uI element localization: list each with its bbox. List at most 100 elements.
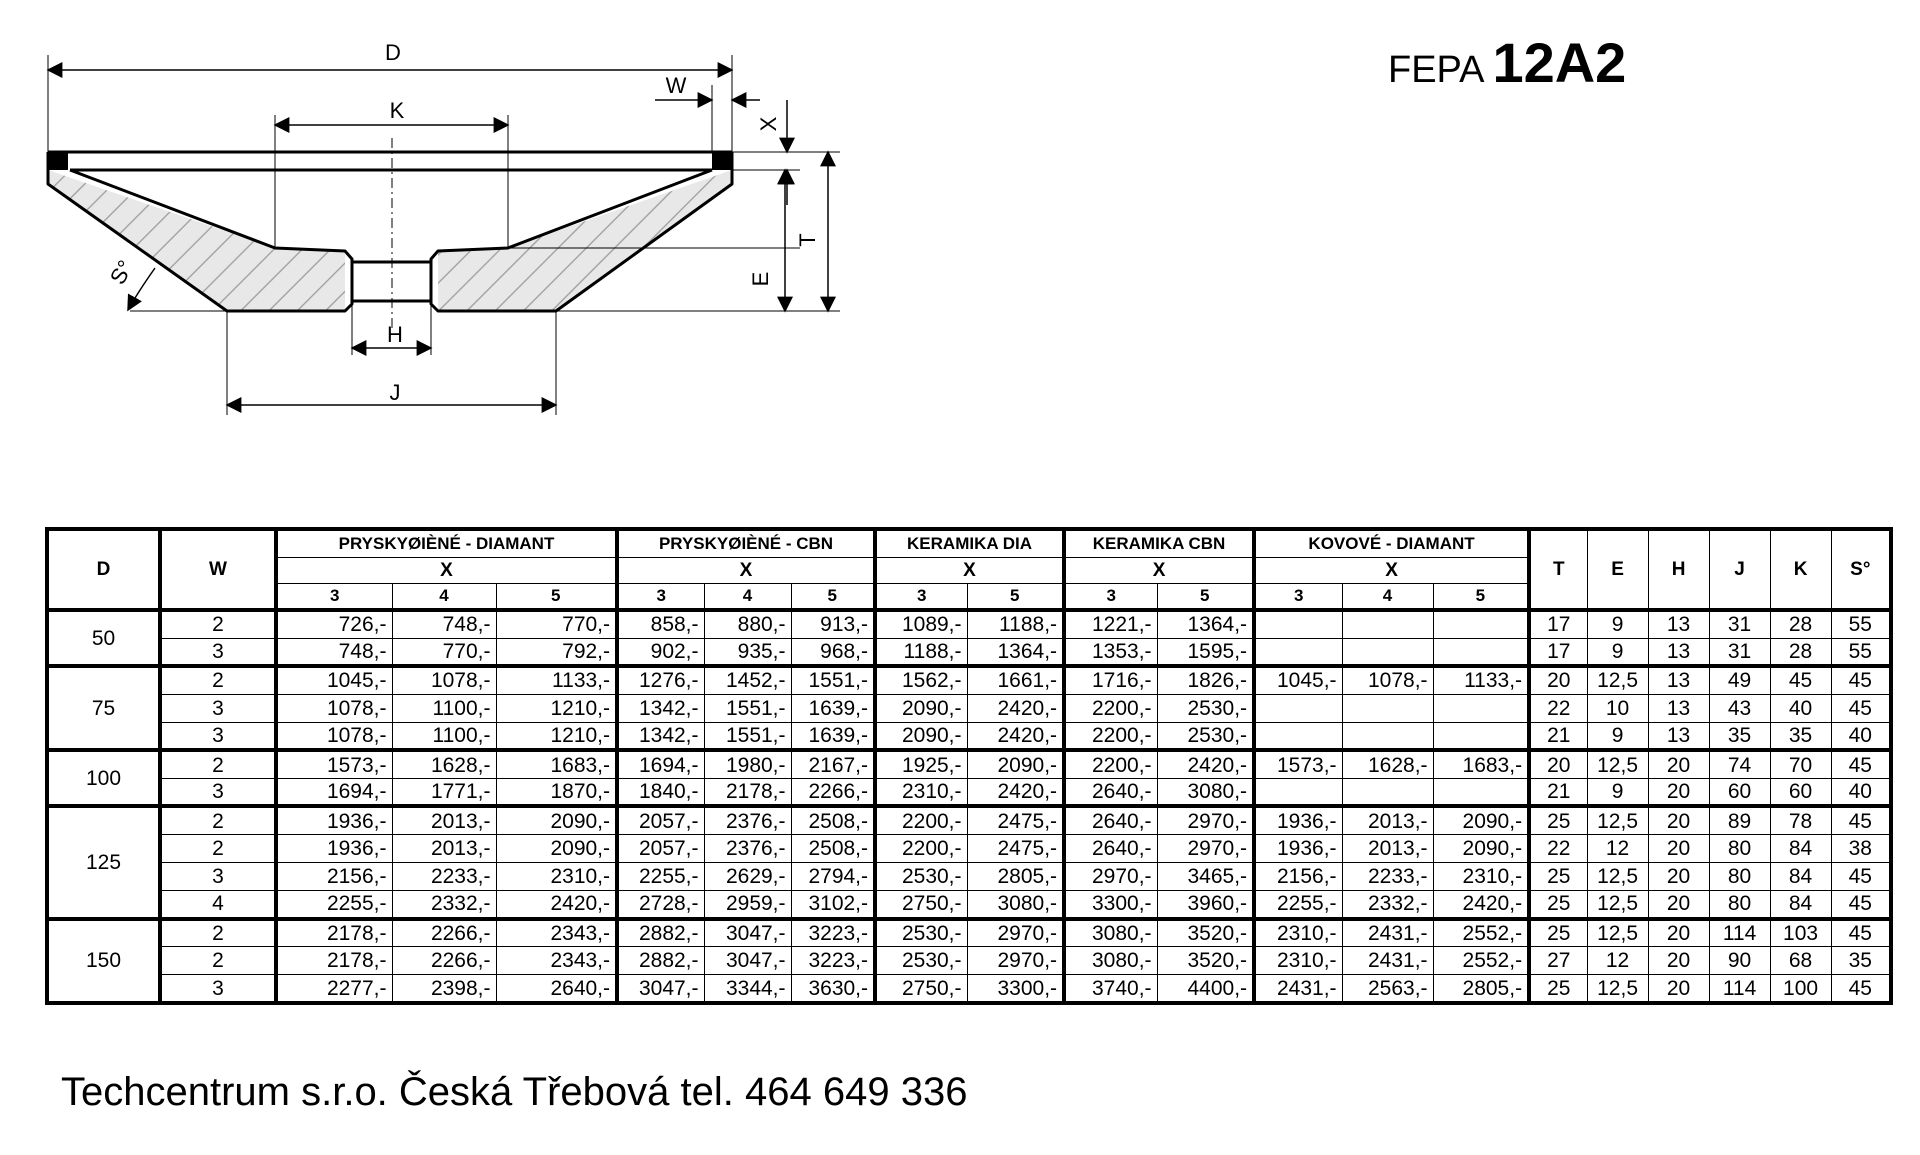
dimension-cell: 55 <box>1830 607 1892 639</box>
price-cell: 2310,- <box>873 777 968 807</box>
x-value-header: 3 <box>1252 582 1343 612</box>
dimension-cell: 20 <box>1647 748 1710 779</box>
product-code: 12A2 <box>1492 31 1627 94</box>
price-cell: 2420,- <box>495 890 618 920</box>
abrasive-layer-right <box>712 152 732 170</box>
price-cell: 1694,- <box>615 748 705 779</box>
dimension-cell: 90 <box>1708 946 1771 976</box>
price-cell: 1133,- <box>495 664 618 695</box>
price-cell <box>1341 721 1434 751</box>
price-cell: 2794,- <box>790 862 876 892</box>
price-cell: 1826,- <box>1156 664 1255 695</box>
width-cell: 3 <box>158 693 277 723</box>
price-cell: 3740,- <box>1062 974 1158 1004</box>
price-cell <box>1252 607 1343 639</box>
price-cell: 2970,- <box>1156 833 1255 864</box>
dimension-cell: 17 <box>1527 607 1588 639</box>
price-table: D W PRYSKYØIÈNÉ - DIAMANT PRYSKYØIÈNÉ - … <box>45 527 1894 1005</box>
price-cell: 1210,- <box>495 721 618 751</box>
price-cell: 726,- <box>274 607 393 639</box>
label-t: T <box>795 233 820 246</box>
dimension-cell: 13 <box>1647 693 1710 723</box>
price-cell: 858,- <box>615 607 705 639</box>
price-cell <box>1432 777 1530 807</box>
dimension-cell: 31 <box>1708 607 1771 639</box>
price-cell: 2090,- <box>495 833 618 864</box>
dimension-cell: 45 <box>1830 916 1892 948</box>
dimension-cell: 45 <box>1830 748 1892 779</box>
label-e: E <box>748 272 773 287</box>
dimension-cell: 45 <box>1769 664 1832 695</box>
price-cell: 748,- <box>391 607 497 639</box>
dimension-cell: 17 <box>1527 637 1588 667</box>
x-header: X <box>1252 556 1530 584</box>
group-header: KOVOVÉ - DIAMANT <box>1252 528 1530 558</box>
price-cell: 2167,- <box>790 748 876 779</box>
dimension-cell: 100 <box>1769 974 1832 1004</box>
price-cell: 748,- <box>274 637 393 667</box>
label-w: W <box>666 73 687 98</box>
diameter-cell: 50 <box>46 607 161 667</box>
diameter-cell: 75 <box>46 664 161 751</box>
price-cell: 2530,- <box>1156 721 1255 751</box>
price-cell: 1771,- <box>391 777 497 807</box>
price-cell: 2255,- <box>274 890 393 920</box>
price-cell: 1089,- <box>873 607 968 639</box>
dimension-cell: 20 <box>1647 777 1710 807</box>
price-cell: 1925,- <box>873 748 968 779</box>
price-cell: 2420,- <box>1432 890 1530 920</box>
price-cell: 1353,- <box>1062 637 1158 667</box>
dimension-cell: 25 <box>1527 804 1588 836</box>
dimension-cell: 80 <box>1708 833 1771 864</box>
price-cell: 1551,- <box>790 664 876 695</box>
col-header-w: W <box>158 528 277 611</box>
price-cell: 2728,- <box>615 890 705 920</box>
price-cell: 1078,- <box>1341 664 1434 695</box>
dimension-cell: 49 <box>1708 664 1771 695</box>
price-cell <box>1432 721 1530 751</box>
price-cell: 1980,- <box>703 748 792 779</box>
dimension-cell: 45 <box>1830 974 1892 1004</box>
x-value-header: 3 <box>274 582 393 612</box>
price-cell: 2255,- <box>1252 890 1343 920</box>
price-cell: 1045,- <box>274 664 393 695</box>
price-cell: 2200,- <box>873 833 968 864</box>
price-cell: 1364,- <box>966 637 1065 667</box>
price-cell: 1045,- <box>1252 664 1343 695</box>
price-cell: 2266,- <box>391 916 497 948</box>
price-cell: 1716,- <box>1062 664 1158 695</box>
dimension-cell: 25 <box>1527 916 1588 948</box>
dimension-cell: 10 <box>1586 693 1649 723</box>
price-cell: 2310,- <box>495 862 618 892</box>
price-cell: 2255,- <box>615 862 705 892</box>
price-cell: 2475,- <box>966 804 1065 836</box>
dimension-cell: 21 <box>1527 777 1588 807</box>
dimension-cell: 20 <box>1647 833 1710 864</box>
price-cell: 2200,- <box>1062 748 1158 779</box>
col-header-dim: K <box>1769 528 1832 611</box>
dimension-cell: 84 <box>1769 890 1832 920</box>
dimension-cell: 9 <box>1586 777 1649 807</box>
x-value-header: 4 <box>1341 582 1434 612</box>
price-cell <box>1252 637 1343 667</box>
dimension-cell: 12,5 <box>1586 664 1649 695</box>
price-cell <box>1341 777 1434 807</box>
price-cell: 3080,- <box>1156 777 1255 807</box>
price-cell: 2156,- <box>274 862 393 892</box>
price-cell: 2266,- <box>391 946 497 976</box>
label-j: J <box>390 380 401 405</box>
price-cell: 2277,- <box>274 974 393 1004</box>
price-cell: 880,- <box>703 607 792 639</box>
dimension-cell: 40 <box>1769 693 1832 723</box>
x-value-header: 3 <box>615 582 705 612</box>
price-cell: 1628,- <box>391 748 497 779</box>
price-cell <box>1341 637 1434 667</box>
dimension-cell: 74 <box>1708 748 1771 779</box>
group-header: KERAMIKA CBN <box>1062 528 1255 558</box>
price-cell: 3300,- <box>966 974 1065 1004</box>
